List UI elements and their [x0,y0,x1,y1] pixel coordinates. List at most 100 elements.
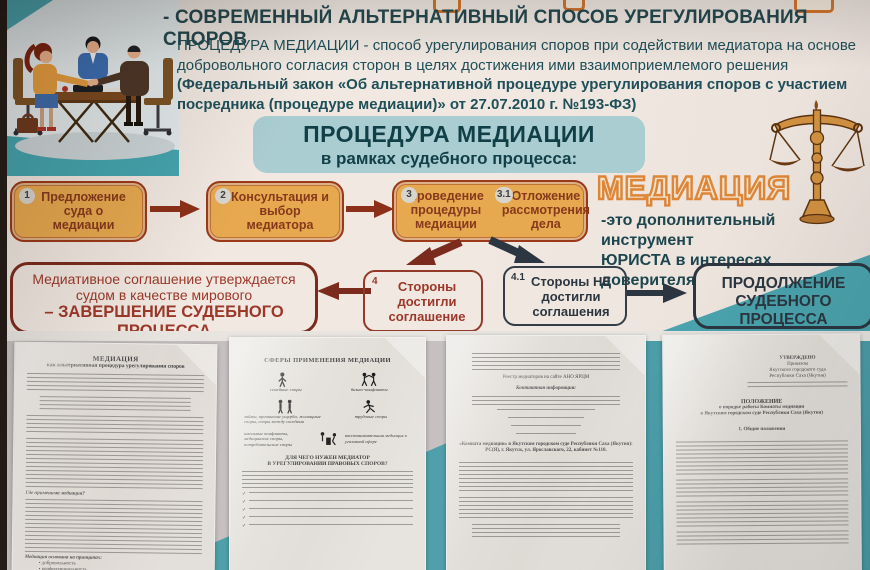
text-lines [676,500,849,527]
doc4-approved-4: Республики Саха (Якутия) [769,373,826,379]
text-lines [249,500,413,504]
doc2-subheading-1: ДЛЯ ЧЕГО НУЖЕН МЕДИАТОР [285,455,370,461]
text-lines [25,461,203,474]
doc2-label-school: школьные конфликты, медицинские споры, п… [244,430,292,447]
outcome-success-line-1: Медиативное соглашение утверждается [32,271,296,287]
pictogram-family-icon [277,372,287,387]
text-lines [25,473,203,490]
step-3-label: Проведение процедуры медиации [408,189,484,231]
diagonal-arrow-down-left-icon [406,238,463,265]
continuation-line-2: СУДЕБНОГО ПРОЦЕССА [735,293,832,328]
step-1-number: 1 [19,188,35,204]
outcome-success-box: Медиативное соглашение утверждается судо… [10,262,318,340]
text-lines [26,372,205,396]
doc2-check-item: ✓ [242,499,413,505]
text-lines [676,478,849,497]
text-lines [516,433,576,437]
continuation-line-1: ПРОДОЛЖЕНИЕ [721,275,846,292]
cropped-letter-fragment [433,0,461,13]
text-lines [747,381,848,391]
procedure-subtitle: в рамках судебного процесса: [320,149,578,168]
step-2-box: 2 Консультация и выбор медиатора [206,181,344,242]
text-lines [472,353,620,370]
text-lines [507,417,585,421]
definition-line-1: -это дополнительный инструмент [601,212,776,249]
step-3-1-label: Отложение рассмотрения дела [501,189,590,231]
step-3-1-number: 3.1 [494,187,513,203]
step-1-label: Предложение суда о медиации [41,190,126,232]
step-4-1-number: 4.1 [511,272,525,283]
pictogram-business-conflict-icon [361,372,377,387]
step-4-label: Стороны достигли соглашение [388,279,466,324]
doc2-check-item: ✓ [242,507,413,513]
doc2-label-restorative: восстановительная медиация в уголовной с… [345,433,407,444]
doc2-subheading-2: В УРЕГУЛИРОВАНИИ ПРАВОВЫХ СПОРОВ? [267,461,388,467]
step-3-cell: 3 Проведение процедуры медиации [394,182,488,240]
continuation-box: ПРОДОЛЖЕНИЕ СУДЕБНОГО ПРОЦЕССА [693,263,870,329]
doc3-room-line: «Комната медиации» в Якутском городском … [459,442,633,453]
step-4-1-box: 4.1 Стороны НЕ достигли соглашения [503,266,627,326]
diagonal-arrow-down-right-icon [488,236,545,263]
mediation-wordmark: МЕДИАЦИЯ [596,169,792,207]
doc2-label-labor: трудовые споры [354,413,388,419]
step-2-number: 2 [215,188,231,204]
document-mediation-overview: МЕДИАЦИЯ как альтернативная процедура ур… [11,341,218,570]
document-regulation: УТВЕРЖДЕНО Приказом Якутского городского… [662,333,862,570]
text-lines [24,538,202,555]
arrow-left-icon [317,282,371,300]
outcome-success-line-2: судом в качестве мирового [75,287,253,303]
doc2-label-family: семейные споры [269,387,302,392]
text-lines [472,524,620,537]
doc2-check-item: ✓ [242,523,413,529]
poster-title: - СОВРЕМЕННЫЙ АЛЬТЕРНАТИВНЫЙ СПОСОБ УРЕГ… [163,7,808,50]
pictogram-mediation-table-icon [320,432,336,446]
text-lines [472,396,620,405]
text-lines [675,440,849,475]
text-lines [249,508,413,512]
text-lines [676,530,849,545]
intro-text: ПРОЦЕДУРА МЕДИАЦИИ - способ урегулирован… [177,37,856,74]
text-lines [511,425,581,429]
text-lines [459,462,633,491]
step-4-box: 4 Стороны достигли соглашение [363,270,483,332]
pictogram-labor-dispute-icon [363,399,376,413]
doc2-check-item: ✓ [242,515,413,521]
doc2-check-item: ✓ [242,491,413,497]
procedure-title: ПРОЦЕДУРА МЕДИАЦИИ [303,121,595,147]
doc2-heading: СФЕРЫ ПРИМЕНЕНИЯ МЕДИАЦИИ [264,357,391,364]
text-lines [249,492,413,496]
intro-law-text: (Федеральный закон «Об альтернативной пр… [177,76,848,113]
frame-dark-edge [0,0,7,570]
text-lines [25,437,204,462]
doc3-registry-line: Реестр медиаторов на сайте АНО ЯРЦМ [502,375,590,380]
arrow-right-icon [346,200,394,218]
text-lines [25,498,203,539]
text-lines [249,524,413,528]
text-lines [242,471,413,488]
step-3-number: 3 [401,187,417,203]
cropped-letter-fragment [794,0,834,13]
mediation-poster: - СОВРЕМЕННЫЙ АЛЬТЕРНАТИВНЫЙ СПОСОБ УРЕГ… [7,0,870,340]
doc1-subheading: как альтернативная процедура урегулирова… [46,362,185,370]
text-lines [249,516,413,520]
pictogram-neighbors-icon [278,399,293,414]
text-lines [459,497,633,518]
doc4-section-1: 1. Общие положения [738,426,786,433]
document-mediation-spheres: СФЕРЫ ПРИМЕНЕНИЯ МЕДИАЦИИ семейные споры… [229,337,426,570]
doc2-label-business: бизнес-конфликты [350,387,388,392]
step-3-1-cell: 3.1 Отложение рассмотрения дела [488,182,594,240]
step-4-number: 4 [372,276,378,287]
arrow-right-icon [627,283,687,303]
arrow-right-icon [150,200,200,218]
poster-bottom-strip [7,331,870,341]
procedure-header: ПРОЦЕДУРА МЕДИАЦИИ в рамках судебного пр… [253,116,645,173]
doc3-contacts-heading: Контактная информация: [516,386,576,391]
text-lines [497,409,595,413]
document-mediator-contacts: Реестр медиаторов на сайте АНО ЯРЦМ Конт… [446,335,646,570]
mediation-illustration [7,0,179,176]
cropped-letter-fragment [563,0,585,11]
doc2-label-loans: займы, причинение ущерба, жилищные споры… [244,413,321,425]
poster-intro: ПРОЦЕДУРА МЕДИАЦИИ - способ урегулирован… [177,36,870,114]
doc1-where-heading: Где применима медиация? [25,490,85,497]
